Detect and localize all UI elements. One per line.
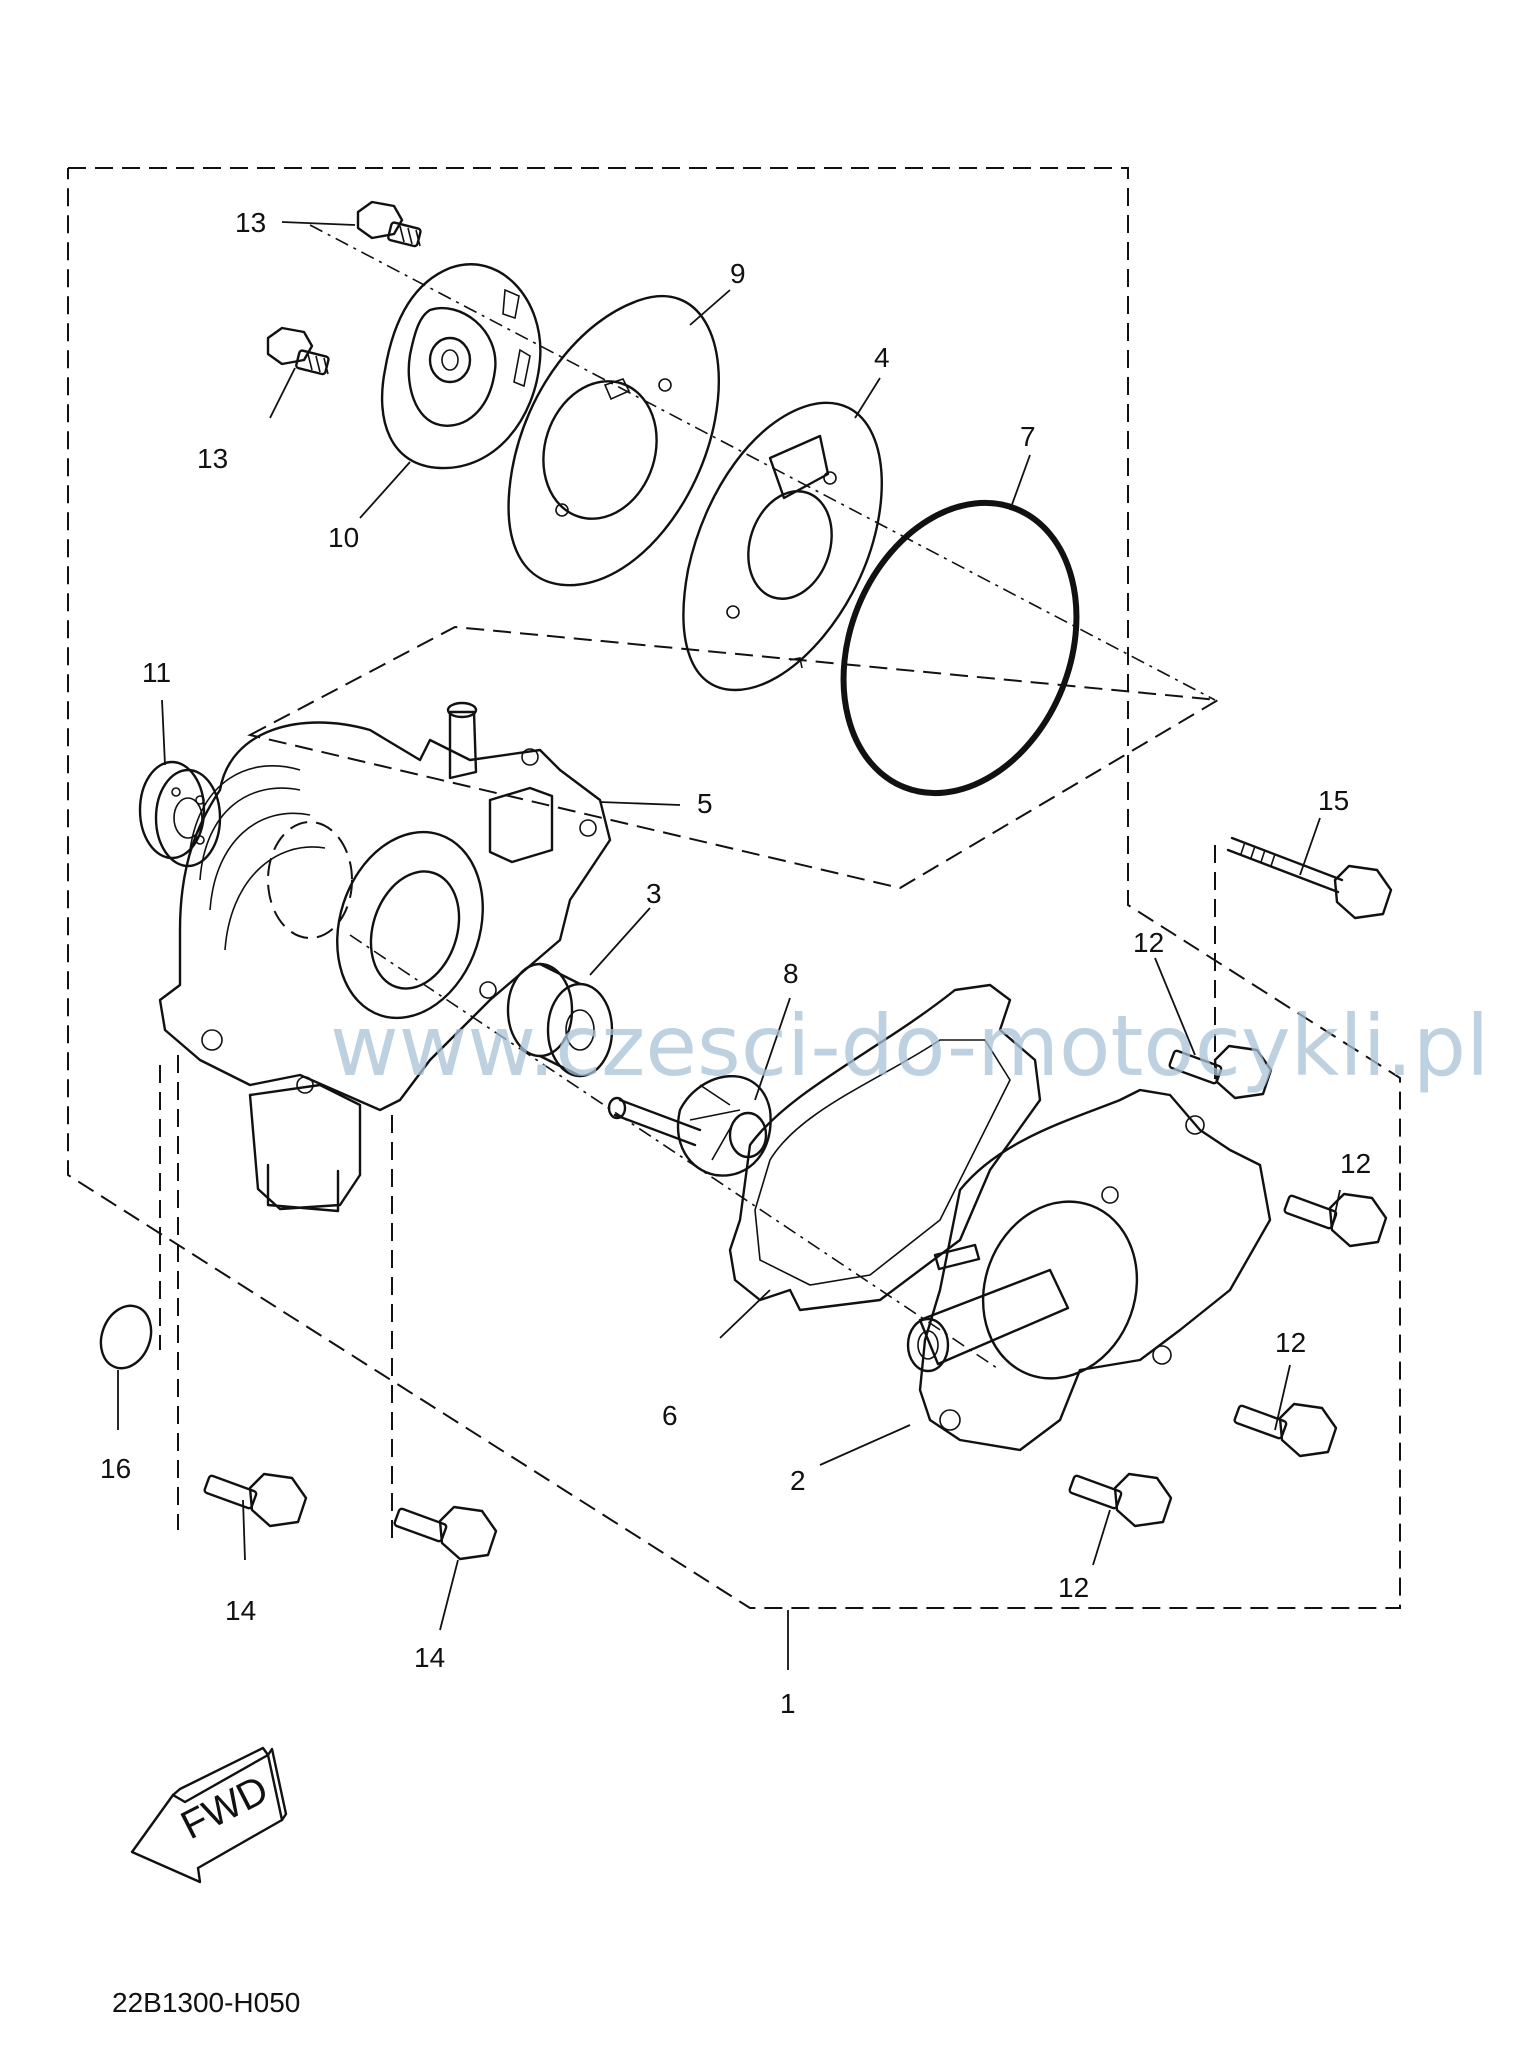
- leader-lines: [117, 221, 1341, 1670]
- callout-12-upper: 12: [1133, 927, 1164, 958]
- callout-16: 16: [100, 1453, 131, 1484]
- bolt-12-right: [1283, 1192, 1388, 1248]
- mechanical-seal: [506, 962, 614, 1078]
- callout-12-right: 12: [1340, 1148, 1371, 1179]
- pump-cover-gasket: [728, 983, 1042, 1312]
- impeller-shaft: [607, 1074, 772, 1177]
- bolt-14-left: [203, 1472, 308, 1528]
- callout-8: 8: [783, 958, 799, 989]
- center-axis-lower: [349, 934, 1001, 1371]
- bolt-12-lower-right: [1233, 1402, 1338, 1458]
- bearing: [138, 760, 222, 868]
- callout-3: 3: [646, 878, 662, 909]
- callout-7: 7: [1020, 421, 1036, 452]
- pump-cover: [906, 1088, 1272, 1452]
- callout-5: 5: [697, 788, 713, 819]
- callout-13-top: 13: [235, 207, 266, 238]
- assembly-boundary: [67, 167, 1401, 1609]
- bolt-15: [1226, 836, 1393, 920]
- bolt-13-top: [356, 200, 422, 248]
- bolt-12-bottom: [1068, 1472, 1173, 1528]
- callout-6: 6: [662, 1400, 678, 1431]
- impeller-plate: [682, 401, 883, 692]
- pump-housing: [158, 701, 612, 1213]
- bolt-12-upper: [1168, 1044, 1273, 1100]
- watermark: www.czesci-do-motocykli.pl: [330, 997, 1489, 1095]
- callout-4: 4: [874, 342, 890, 373]
- pump-cover-plate: [380, 263, 542, 470]
- forward-arrow: FWD: [130, 1746, 288, 1884]
- callout-13-left: 13: [197, 443, 228, 474]
- callout-2: 2: [790, 1465, 806, 1496]
- o-ring: [840, 499, 1080, 797]
- callout-10: 10: [328, 522, 359, 553]
- callout-14-right: 14: [414, 1642, 445, 1673]
- bolt-13-left: [266, 326, 330, 376]
- callout-15: 15: [1318, 785, 1349, 816]
- gasket-disc: [507, 294, 720, 587]
- callout-14-left: 14: [225, 1595, 256, 1626]
- callout-11: 11: [142, 657, 171, 688]
- plug-16: [99, 1304, 153, 1370]
- pump-cover-gasket-inner: [754, 1039, 1011, 1286]
- callout-12-lower-right: 12: [1275, 1327, 1306, 1358]
- callout-9: 9: [730, 258, 746, 289]
- drawing-code: 22B1300-H050: [112, 1987, 300, 2018]
- center-axis: [309, 224, 1216, 701]
- callout-1: 1: [780, 1688, 796, 1719]
- callout-12-bottom: 12: [1058, 1572, 1089, 1603]
- bolt-14-right: [393, 1505, 498, 1561]
